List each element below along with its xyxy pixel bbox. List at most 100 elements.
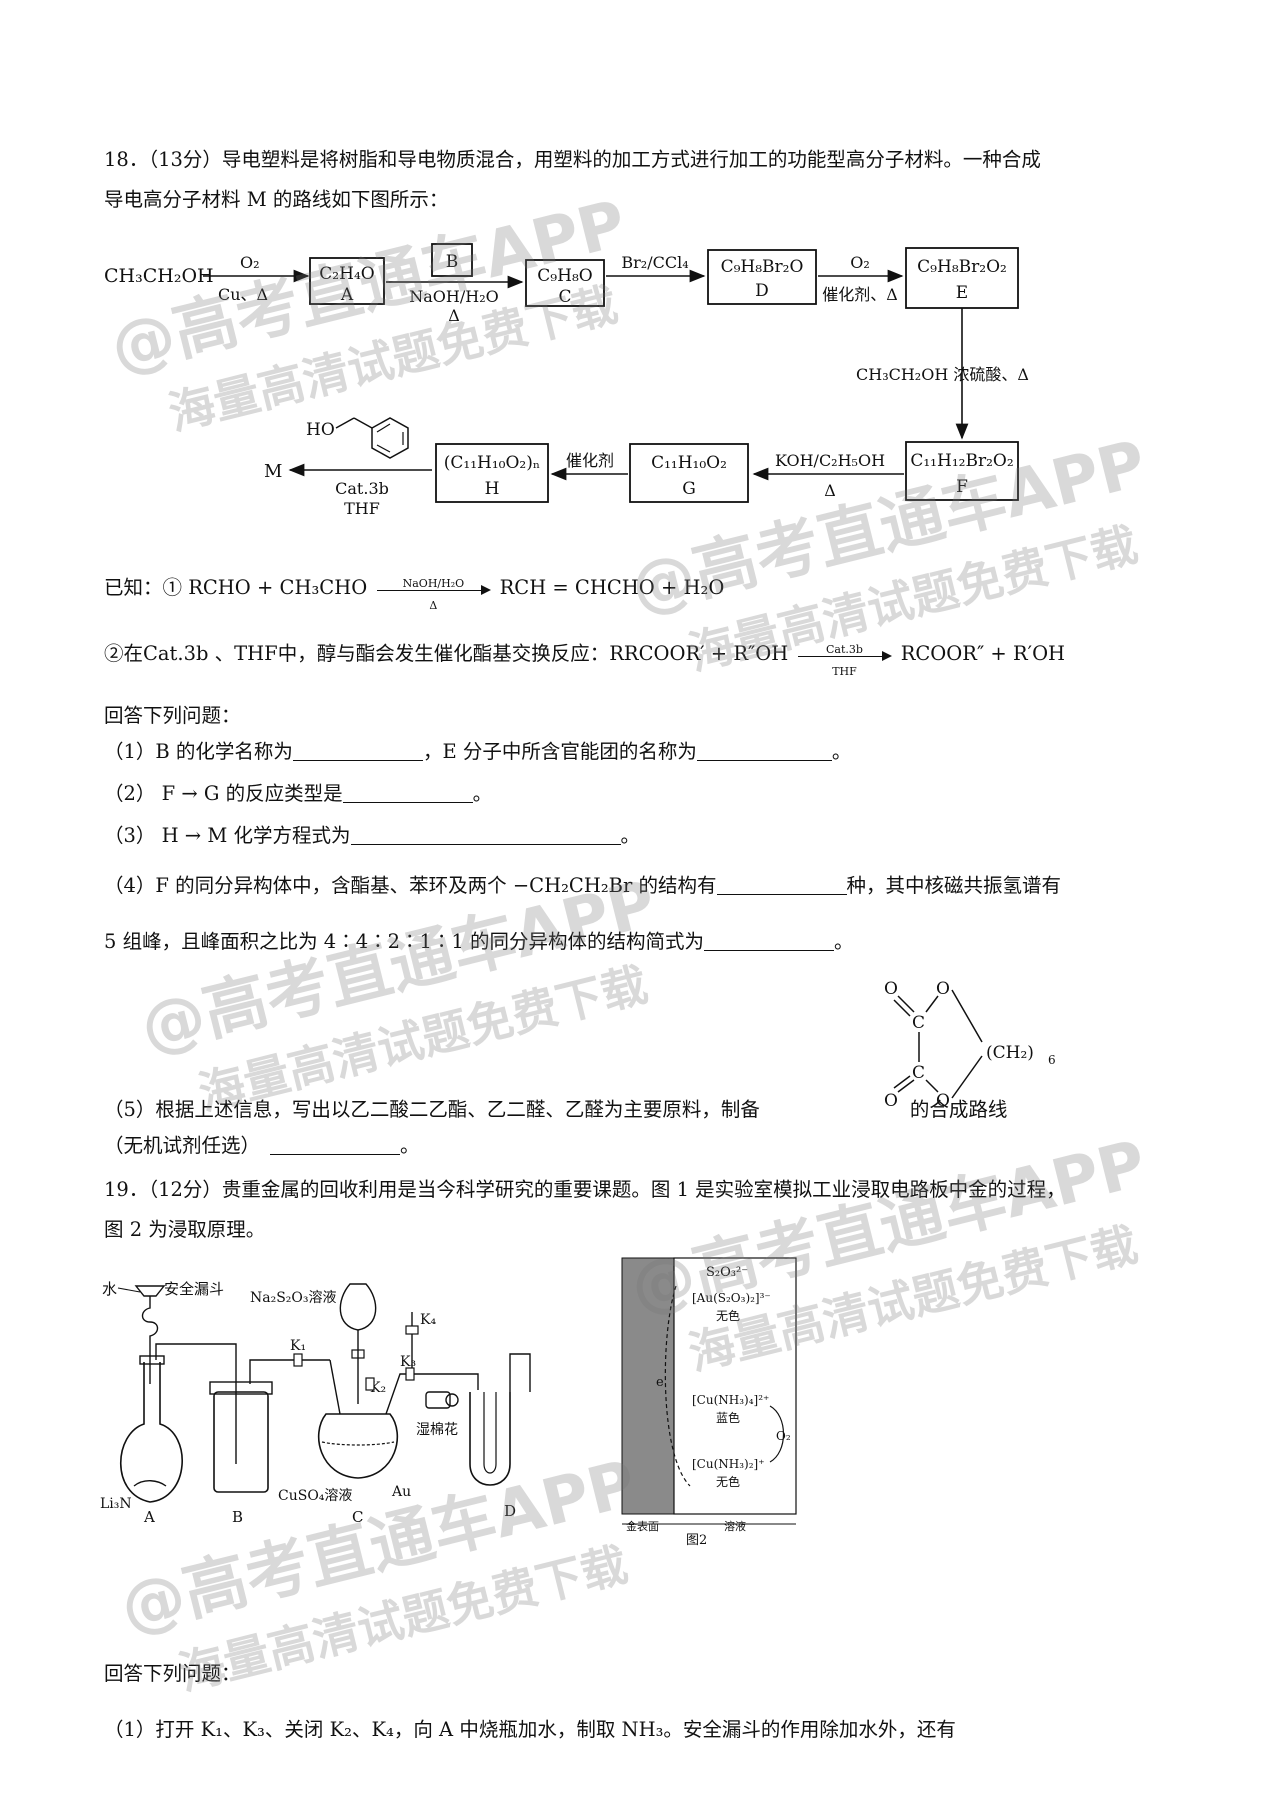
q18-p5-text-d: 。 [400,1134,420,1157]
box-H-formula: (C₁₁H₁₀O₂)ₙ [444,453,540,473]
fig2-caption: 图2 [686,1533,707,1546]
q19-answer-header: 回答下列问题： [104,1662,241,1685]
fig2-au-complex-label: [Au(S₂O₃)₂]³⁻ [692,1291,771,1305]
q18-p5-blank[interactable] [270,1134,401,1155]
box-H [435,443,549,503]
q18-part-2: （2） F → G 的反应类型是。 [104,780,492,808]
q18-part-5-line2: （无机试剂任选） 。 [104,1132,420,1160]
box-F-formula: C₁₁H₁₂Br₂O₂ [910,451,1013,471]
arrow-2-bottom1: NaOH/H₂O [409,287,498,306]
box-A-label: A [340,285,354,305]
q18-part-5-line1: （5）根据上述信息，写出以乙二酸二乙酯、乙二醛、乙醛为主要原料，制备 的合成路线 [104,1096,1007,1124]
fig1-label-D: D [504,1502,516,1520]
fig1-label-C: C [352,1508,363,1524]
benzyl-alcohol-ho: HO [306,420,335,440]
known-1-arrow-over: NaOH/H₂O [402,577,465,590]
box-C [525,259,605,307]
ring-o-top-right: O [936,979,950,999]
arrow-1-top: O₂ [240,253,260,272]
q19-intro-line2: 图 2 为浸取原理。 [104,1218,266,1241]
box-A-formula: C₂H₄O [319,264,374,284]
q18-p5-text-c: （无机试剂任选） [104,1134,261,1157]
start-ethanol: CH₃CH₂OH [104,265,214,287]
fig1-k1-label: K₁ [290,1338,306,1354]
arrow-2-bottom2: Δ [448,306,460,325]
box-G-formula: C₁₁H₁₀O₂ [651,453,727,473]
known-1-arrow-under: Δ [429,599,438,612]
box-G-label: G [682,479,696,499]
q18-p5-text-a: （5）根据上述信息，写出以乙二酸二乙酯、乙二醛、乙醛为主要原料，制备 [104,1098,760,1121]
q18-p1-blank-1[interactable] [292,740,423,761]
fig1-funnel-label: 安全漏斗 [164,1280,224,1298]
fig1-label-B: B [232,1508,243,1524]
box-E-formula: C₉H₈Br₂O₂ [917,257,1007,277]
arrow-5-label: CH₃CH₂OH 浓硫酸、Δ [856,365,1029,384]
q18-p5-text-b: 的合成路线 [909,1098,1008,1121]
cyclic-ester-structure: O O C C O O (CH₂) 6 [884,979,1056,1111]
product-M: M [264,461,282,482]
fig1-label-A: A [143,1508,155,1524]
box-G [629,443,749,503]
ring-ch2-subscript: 6 [1048,1053,1056,1067]
q18-p3-blank[interactable] [350,824,621,845]
fig1-water-label: 水 [102,1280,117,1298]
q18-answer-header: 回答下列问题： [104,704,241,727]
box-H-label: H [485,479,500,499]
fig2-gold-surface-label: 金表面 [626,1519,659,1533]
q18-part-3: （3） H → M 化学方程式为 。 [104,822,640,850]
q18-p4-blank-1[interactable] [716,874,847,895]
benzyl-alcohol-structure: HO [306,417,409,459]
ring-c-top: C [912,1013,925,1033]
fig1-cotton-label: 湿棉花 [416,1421,458,1438]
box-D-label: D [755,281,769,301]
arrow-7-top: 催化剂 [566,451,614,470]
watermark-5-line2: 海量高清试题免费下载 [173,1537,633,1701]
q18-intro-line1: 18．（13分）导电塑料是将树脂和导电物质混合，用塑料的加工方式进行加工的功能型… [104,148,1041,171]
q18-p1-blank-2[interactable] [696,740,832,761]
q18-p2-blank[interactable] [342,782,473,803]
fig1-au-label: Au [391,1484,411,1500]
fig2-blue-label: 蓝色 [716,1411,740,1425]
ring-o-bottom-left: O [884,1091,898,1111]
q18-p3-text-b: 。 [620,824,641,847]
q18-p4-blank-2[interactable] [704,930,835,951]
arrow-8-top: Cat.3b [335,479,389,498]
q18-intro-line2: 导电高分子材料 M 的路线如下图所示： [104,188,449,211]
fig2-colorless-1: 无色 [716,1309,740,1323]
figure-2-principle: e S₂O₃²⁻ [Au(S₂O₃)₂]³⁻ 无色 [Cu(NH₃)₄]²⁺ 蓝… [621,1257,797,1546]
arrow-4-bottom: 催化剂、Δ [822,285,898,304]
known-2-arrow-over: Cat.3b [826,643,863,656]
box-E-label: E [956,283,968,303]
known-2-products: RCOOR″ + R′OH [900,642,1066,665]
q18-p4-text-c: 5 组峰，且峰面积之比为 4∶4∶2∶1∶1 的同分异构体的结构简式为 [104,930,705,953]
box-B-label: B [446,252,459,272]
box-B [431,243,473,277]
fig1-li3n-label: Li₃N [100,1496,132,1512]
known-1-reactants: 已知：① RCHO + CH₃CHO [104,576,368,599]
fig2-colorless-2: 无色 [716,1475,740,1489]
box-F [905,441,1019,501]
q18-p4-text-d: 。 [834,930,854,953]
fig2-s2o3-label: S₂O₃²⁻ [706,1265,748,1280]
fig1-cuso4-label: CuSO₄溶液 [278,1488,352,1504]
q18-p1-text-a: （1）B 的化学名称为 [104,740,293,763]
q18-p2-text-a: （2） F → G 的反应类型是 [104,782,343,805]
box-D-formula: C₉H₈Br₂O [721,257,804,277]
known-reaction-1: 已知：① RCHO + CH₃CHO NaOH/H₂O Δ RCH = CHCH… [104,574,725,612]
fig2-solution-label: 溶液 [724,1519,746,1533]
q18-part-4-line2: 5 组峰，且峰面积之比为 4∶4∶2∶1∶1 的同分异构体的结构简式为 。 [104,928,854,956]
synthesis-scheme: CH₃CH₂OH O₂ Cu、Δ C₂H₄O A B NaOH/H₂O Δ C₉… [104,243,1029,518]
q18-part-1: （1）B 的化学名称为 ，E 分子中所含官能团的名称为 。 [104,738,851,766]
q18-p1-text-b: ，E 分子中所含官能团的名称为 [422,740,697,763]
fig2-cu-nh3-4-label: [Cu(NH₃)₄]²⁺ [692,1393,769,1407]
fig1-k3-label: K₃ [400,1354,416,1370]
fig2-o2-label: O₂ [776,1429,791,1443]
q19-intro-line1: 19．（12分）贵重金属的回收利用是当今科学研究的重要课题。图 1 是实验室模拟… [104,1178,1066,1201]
known-2-arrow: Cat.3b THF [794,640,894,678]
known-1-products: RCH = CHCHO + H₂O [499,576,725,599]
q18-p3-text-a: （3） H → M 化学方程式为 [104,824,351,847]
q18-p4-text-b: 种，其中核磁共振氢谱有 [846,874,1062,897]
arrow-4-top: O₂ [850,253,870,272]
q18-p1-text-c: 。 [831,740,852,763]
q19-part-1: （1）打开 K₁、K₃、关闭 K₂、K₄，向 A 中烧瓶加水，制取 NH₃。安全… [104,1718,956,1741]
